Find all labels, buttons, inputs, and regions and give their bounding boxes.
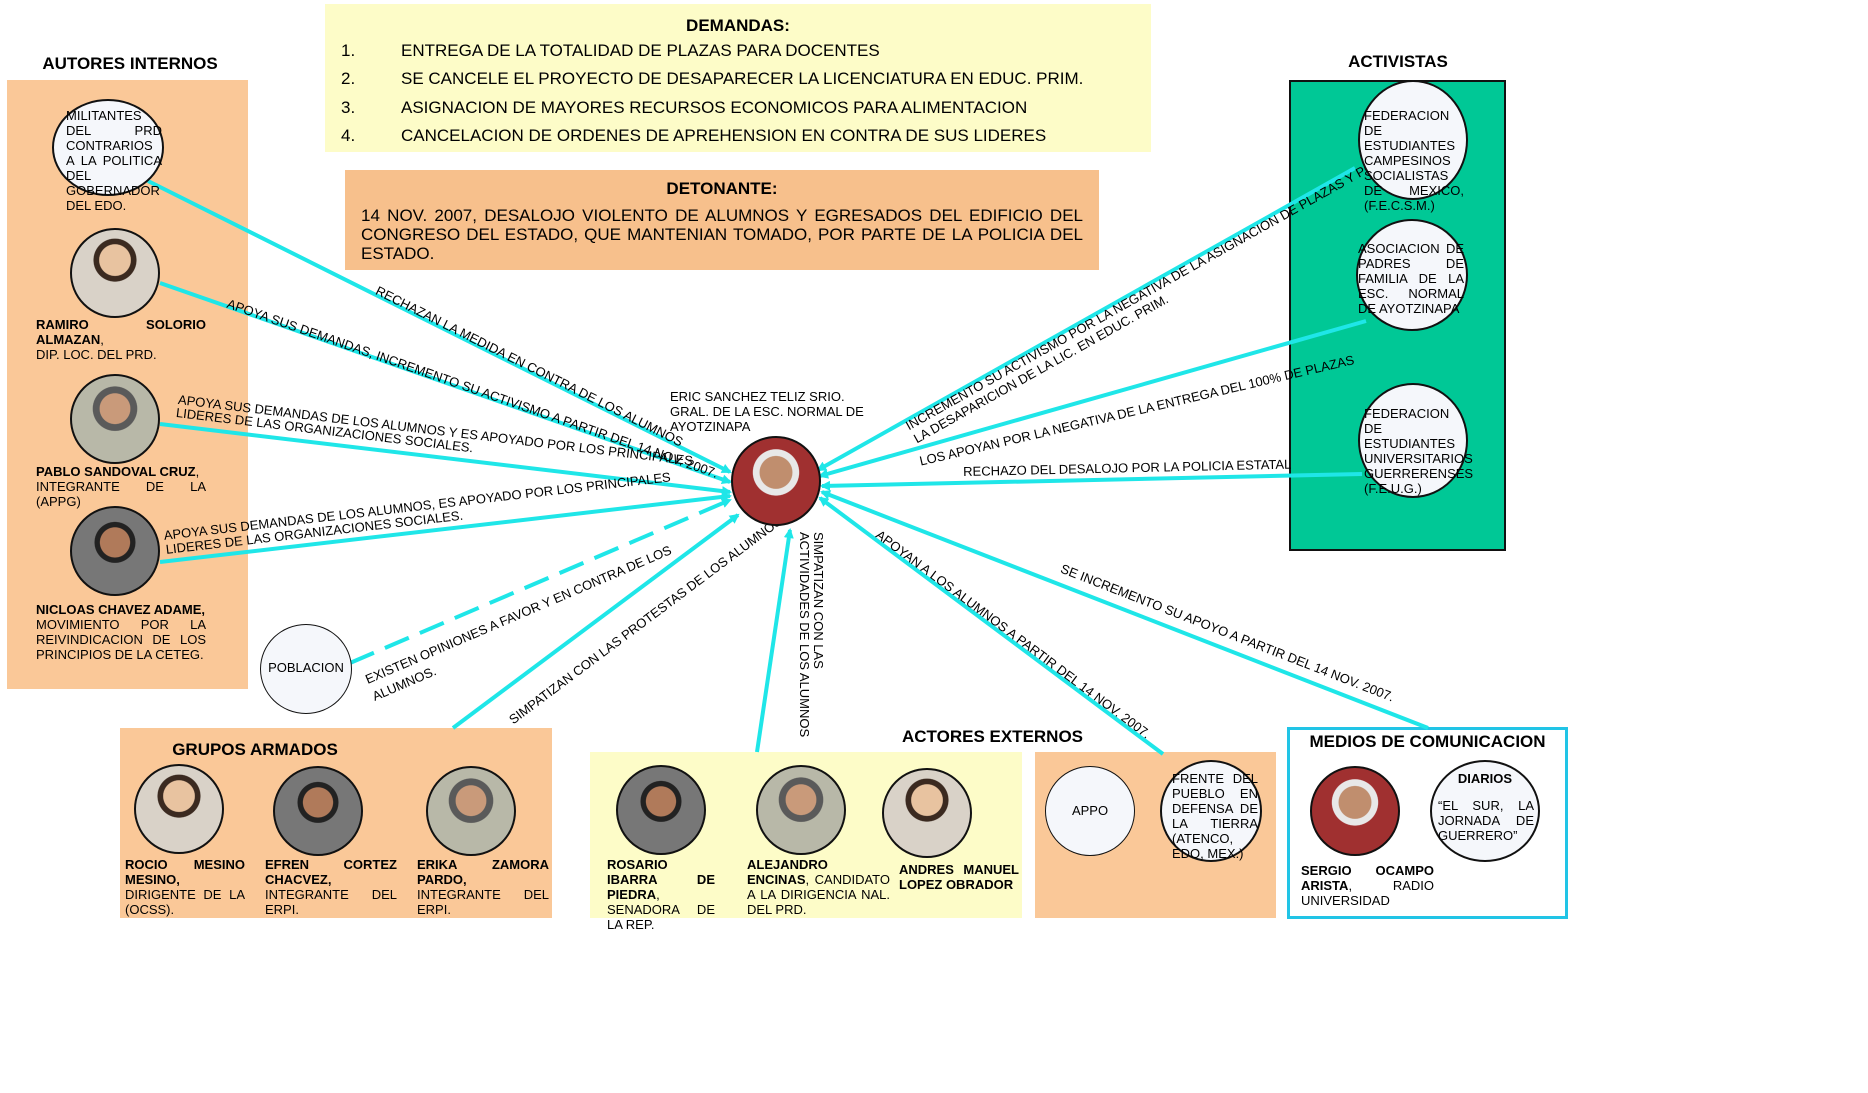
pablo-caption: PABLO SANDOVAL CRUZ, INTEGRANTE DE LA (A… [36, 464, 206, 509]
edge-label-externos-1: SIMPATIZAN CON LAS [811, 532, 826, 669]
ramiro-role: DIP. LOC. DEL PRD. [36, 347, 157, 362]
demanda-num-4: 4. [341, 126, 356, 145]
rosario-photo [616, 765, 706, 855]
autores-internos-title: AUTORES INTERNOS [42, 54, 218, 73]
edge-label-externos-2: ACTIVIDADES DE LOS ALUMNOS [797, 532, 812, 738]
nicloas-caption: NICLOAS CHAVEZ ADAME, MOVIMIENTO POR LA … [36, 602, 206, 662]
erika-caption: ERIKA ZAMORA PARDO, INTEGRANTE DEL ERPI. [417, 857, 549, 917]
appo-node [1045, 766, 1135, 856]
arrow-militantes [147, 179, 732, 474]
arrow-externos [755, 528, 794, 753]
pablo-photo [70, 374, 160, 464]
rosario-name: ROSARIO IBARRA DE PIEDRA [607, 857, 715, 902]
demandas-panel: DEMANDAS: 1. ENTREGA DE LA TOTALIDAD DE … [325, 4, 1151, 152]
frente-node [1160, 760, 1262, 862]
frente-text: FRENTE DEL PUEBLO EN DEFENSA DE LA TIERR… [1172, 771, 1258, 861]
rosario-role: SENADORA DE LA REP. [607, 902, 715, 932]
demanda-num-1: 1. [341, 41, 356, 60]
efren-role: INTEGRANTE DEL ERPI. [265, 887, 397, 917]
militantes-node [52, 99, 164, 196]
padres-node [1356, 219, 1468, 331]
arrow-feug [820, 472, 1363, 491]
arrow-medios [820, 490, 1429, 730]
pablo-name: PABLO SANDOVAL CRUZ [36, 464, 196, 479]
actores-externos-title: ACTORES EXTERNOS [901, 727, 1084, 746]
efren-caption: EFREN CORTEZ CHACVEZ, INTEGRANTE DEL ERP… [265, 857, 397, 917]
nicloas-photo [70, 506, 160, 596]
nicloas-name: NICLOAS CHAVEZ ADAME, [36, 602, 205, 617]
demanda-text-1: ENTREGA DE LA TOTALIDAD DE PLAZAS PARA D… [401, 41, 880, 60]
pablo-role: INTEGRANTE DE LA (APPG) [36, 479, 206, 509]
alejandro-role: CANDIDATO A LA DIRIGENCIA NAL. DEL PRD. [747, 872, 890, 917]
arrow-nicloas [159, 491, 732, 564]
activistas-title: ACTIVISTAS [1348, 52, 1448, 71]
arrow-pablo [159, 422, 732, 497]
feug-text: FEDERACION DE ESTUDIANTES UNIVERSITARIOS… [1364, 406, 1474, 496]
diarios-node [1430, 760, 1540, 862]
amlo-name: ANDRES MANUEL LOPEZ OBRADOR [899, 862, 1019, 892]
arrow-frente [818, 496, 1165, 756]
ramiro-photo [70, 228, 160, 318]
ramiro-name: RAMIRO SOLORIO ALMAZAN [36, 317, 206, 347]
efren-name: EFREN CORTEZ CHACVEZ, [265, 857, 397, 887]
demanda-text-4: CANCELACION DE ORDENES DE APREHENSION EN… [401, 126, 1047, 145]
fecsm-text: FEDERACION DE ESTUDIANTES CAMPESINOS SOC… [1364, 108, 1464, 213]
amlo-photo [882, 768, 972, 858]
sergio-role: RADIO UNIVERSIDAD [1301, 878, 1434, 908]
alejandro-caption: ALEJANDRO ENCINAS, CANDIDATO A LA DIRIGE… [747, 857, 890, 917]
center-photo [731, 436, 821, 526]
center-caption: ERIC SANCHEZ TELIZ SRIO. GRAL. DE LA ESC… [670, 389, 864, 434]
detonante-title: DETONANTE: [666, 179, 778, 198]
padres-text: ASOCIACION DE PADRES DE FAMILIA DE LA ES… [1358, 241, 1464, 316]
alejandro-name: ALEJANDRO ENCINAS [747, 857, 828, 887]
demandas-title: DEMANDAS: [686, 16, 790, 35]
rocio-role: DIRIGENTE DE LA (OCSS). [125, 887, 245, 917]
erika-role: INTEGRANTE DEL ERPI. [417, 887, 549, 917]
arrow-poblacion [349, 498, 732, 665]
rocio-photo [134, 764, 224, 854]
demanda-num-3: 3. [341, 98, 356, 117]
appo-label: APPO [1071, 803, 1109, 818]
grupos-armados-title: GRUPOS ARMADOS [172, 740, 338, 759]
alejandro-photo [756, 765, 846, 855]
sergio-photo [1310, 766, 1400, 856]
poblacion-label: POBLACION [268, 660, 344, 675]
amlo-caption: ANDRES MANUEL LOPEZ OBRADOR [899, 862, 1019, 892]
diarios-title: DIARIOS [1457, 771, 1513, 786]
diarios-text: “EL SUR, LA JORNADA DE GUERRERO” [1438, 798, 1534, 843]
fecsm-node [1358, 80, 1468, 200]
rocio-name: ROCIO MESINO MESINO, [125, 857, 245, 887]
medios-title: MEDIOS DE COMUNICACION [1309, 732, 1546, 751]
sergio-caption: SERGIO OCAMPO ARISTA, RADIO UNIVERSIDAD [1301, 863, 1434, 908]
ramiro-caption: RAMIRO SOLORIO ALMAZAN, DIP. LOC. DEL PR… [36, 317, 206, 362]
feug-node [1358, 383, 1468, 498]
demanda-text-3: ASIGNACION DE MAYORES RECURSOS ECONOMICO… [401, 98, 1028, 117]
rocio-caption: ROCIO MESINO MESINO, DIRIGENTE DE LA (OC… [125, 857, 245, 917]
arrow-ramiro [159, 281, 732, 485]
arrow-grupos [451, 513, 740, 730]
detonante-text: 14 NOV. 2007, DESALOJO VIOLENTO DE ALUMN… [361, 206, 1083, 263]
arrow-fecsm [816, 166, 1356, 472]
detonante-panel: DETONANTE: 14 NOV. 2007, DESALOJO VIOLEN… [345, 170, 1099, 270]
erika-photo [426, 766, 516, 856]
poblacion-node [260, 624, 352, 714]
rosario-caption: ROSARIO IBARRA DE PIEDRA, SENADORA DE LA… [607, 857, 715, 932]
erika-name: ERIKA ZAMORA PARDO, [417, 857, 549, 887]
efren-photo [273, 766, 363, 856]
nicloas-role: MOVIMIENTO POR LA REIVINDICACION DE LOS … [36, 617, 206, 662]
demanda-num-2: 2. [341, 69, 356, 88]
demanda-text-2: SE CANCELE EL PROYECTO DE DESAPARECER LA… [401, 69, 1084, 88]
arrow-padres [818, 319, 1367, 479]
militantes-text: MILITANTES DEL PRD CONTRARIOS A LA POLIT… [66, 108, 162, 213]
sergio-name: SERGIO OCAMPO ARISTA [1301, 863, 1434, 893]
